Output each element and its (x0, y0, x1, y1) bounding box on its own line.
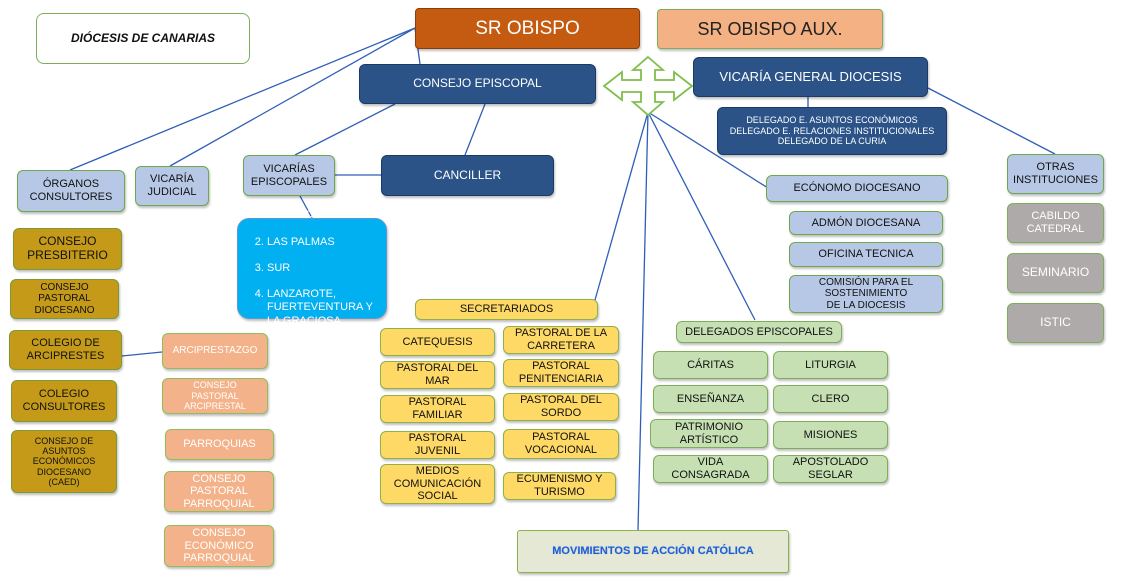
cabildo-catedral-box: CABILDO CATEDRAL (1007, 203, 1104, 243)
liturgia-box: LITURGIA (773, 351, 888, 379)
vida-consagrada-box: VIDA CONSAGRADA (653, 455, 768, 483)
consejo-pastoral-arciprestal-box: CONSEJO PASTORAL ARCIPRESTAL (162, 378, 268, 414)
pastoral-juvenil-box: PASTORAL JUVENIL (380, 431, 495, 459)
consejo-pastoral-parroquial-box: CONSEJO PASTORAL PARROQUIAL (164, 471, 274, 512)
misiones-box: MISIONES (773, 421, 888, 449)
admon-diocesana-box: ADMÓN DIOCESANA (789, 211, 943, 235)
pastoral-familiar-box: PASTORAL FAMILIAR (380, 395, 495, 423)
vicaria-item: LANZAROTE, FUERTEVENTURA Y LA GRACIOSA (267, 288, 383, 328)
delegados-curia-box: DELEGADO E. ASUNTOS ECONÓMICOS DELEGADO … (717, 107, 947, 155)
apostolado-seglar-box: APOSTOLADO SEGLAR (773, 455, 888, 483)
clero-box: CLERO (773, 385, 888, 413)
delegados-episcopales-header: DELEGADOS EPISCOPALES (676, 321, 842, 343)
caritas-box: CÁRITAS (653, 351, 768, 379)
colegio-consultores-box: COLEGIO CONSULTORES (11, 380, 117, 422)
otras-instituciones-box: OTRAS INSTITUCIONES (1007, 154, 1104, 194)
canciller-box: CANCILLER (381, 155, 554, 196)
comision-sostenimiento-box: COMISIÓN PARA EL SOSTENIMIENTO DE LA DIO… (789, 275, 943, 313)
ecumenismo-turismo-box: ECUMENISMO Y TURISMO (503, 472, 616, 500)
obispo-aux-box: SR OBISPO AUX. (657, 9, 883, 49)
colegio-arciprestes-box: COLEGIO DE ARCIPRESTES (9, 330, 122, 370)
vicaria-item: SUR (267, 262, 383, 275)
organos-consultores-box: ÓRGANOS CONSULTORES (17, 170, 125, 212)
diocese-title: DIÓCESIS DE CANARIAS (36, 13, 250, 64)
ensenanza-box: ENSEÑANZA (653, 385, 768, 413)
economo-box: ECÓNOMO DIOCESANO (766, 175, 948, 202)
parroquias-box: PARROQUIAS (165, 429, 274, 460)
pastoral-sordo-box: PASTORAL DEL SORDO (503, 393, 619, 421)
vicaria-item: LAS PALMAS (267, 236, 383, 249)
vicarias-list: CENTRO-NORTE LAS PALMAS SUR LANZAROTE, F… (237, 209, 387, 327)
arciprestazgo-box: ARCIPRESTAZGO (162, 333, 268, 369)
obispo-box: SR OBISPO (415, 8, 640, 49)
consejo-episcopal-box: CONSEJO EPISCOPAL (359, 64, 596, 104)
vicaria-item: CENTRO-NORTE (267, 209, 383, 222)
consejo-economico-parroquial-box: CONSEJO ECONÓMICO PARROQUIAL (164, 525, 274, 567)
consejo-asuntos-economicos-box: CONSEJO DE ASUNTOS ECONÓMICOS DIOCESANO … (11, 430, 117, 493)
medios-comunicacion-box: MEDIOS COMUNICACIÓN SOCIAL (380, 464, 495, 504)
pastoral-carretera-box: PASTORAL DE LA CARRETERA (503, 326, 619, 354)
vicaria-judicial-box: VICARÍA JUDICIAL (135, 166, 209, 206)
vicaria-general-box: VICARÍA GENERAL DIOCESIS (693, 57, 928, 97)
pastoral-penitenciaria-box: PASTORAL PENITENCIARIA (503, 359, 619, 387)
consejo-pastoral-diocesano-box: CONSEJO PASTORAL DIOCESANO (10, 279, 119, 319)
patrimonio-artistico-box: PATRIMONIO ARTÍSTICO (650, 419, 768, 448)
oficina-tecnica-box: OFICINA TECNICA (789, 242, 943, 267)
seminario-box: SEMINARIO (1007, 253, 1104, 293)
catequesis-box: CATEQUESIS (380, 328, 495, 356)
pastoral-vocacional-box: PASTORAL VOCACIONAL (503, 429, 619, 459)
movimientos-accion-catolica-box: MOVIMIENTOS DE ACCIÓN CATÓLICA (517, 530, 789, 573)
bidirectional-arrow-icon (602, 55, 694, 117)
secretariados-header: SECRETARIADOS (415, 299, 598, 320)
istic-box: ISTIC (1007, 303, 1104, 343)
consejo-presbiterio-box: CONSEJO PRESBITERIO (13, 228, 122, 270)
vicarias-episcopales-box: VICARÍAS EPISCOPALES (243, 155, 335, 196)
pastoral-mar-box: PASTORAL DEL MAR (380, 361, 495, 389)
